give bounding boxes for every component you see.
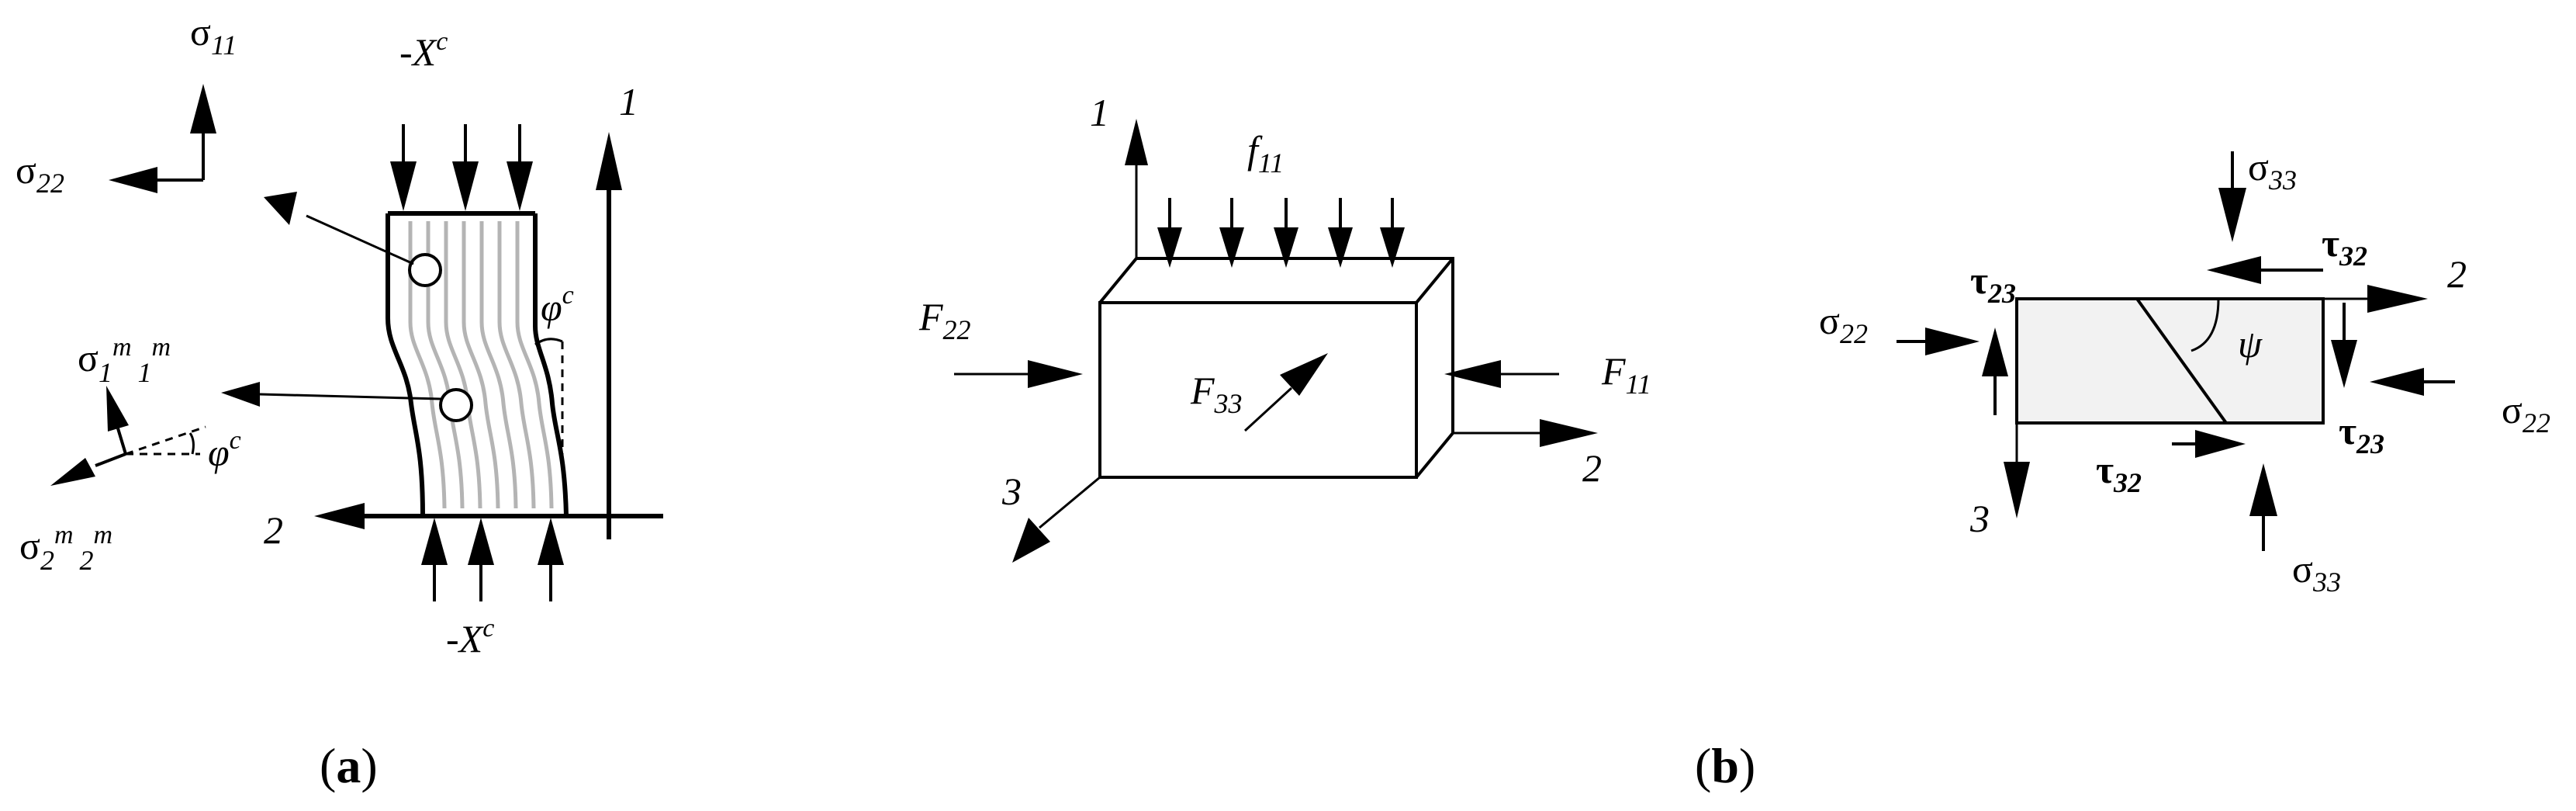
tau23-left-label: τ23 xyxy=(1970,258,2016,309)
sigma-22-label: σ22 xyxy=(16,148,64,199)
tau32-top-label: τ32 xyxy=(2322,221,2367,272)
sigma22-left-label: σ22 xyxy=(1819,299,1868,349)
stress-triad-local xyxy=(50,386,206,486)
bundle-left-edge xyxy=(386,213,425,517)
tau32-top-arrowhead xyxy=(2207,256,2261,284)
axis-2-label-b: 2 xyxy=(1582,446,1602,490)
F33-label: F33 xyxy=(1190,369,1243,419)
axis-2-arrowhead-b xyxy=(1540,419,1598,447)
sigma22-right-label: σ22 xyxy=(2502,388,2550,438)
sigma33-bottom-arrowhead xyxy=(2249,463,2277,516)
element-rect xyxy=(2015,297,2325,425)
F11-label: F11 xyxy=(1601,349,1651,400)
tau23-right-label: τ23 xyxy=(2339,409,2384,459)
load-bottom-label: -Xc xyxy=(446,614,494,660)
F11-arrowhead xyxy=(1444,360,1501,388)
caption-b: (b) xyxy=(1695,738,1755,793)
sigma33-top-label: σ33 xyxy=(2248,145,2297,196)
phi-left-label: φc xyxy=(208,426,241,474)
phi-arc-right xyxy=(534,338,563,346)
phi-arc-left xyxy=(188,432,195,455)
psi-arc xyxy=(2190,298,2220,352)
point-arrow-lower xyxy=(259,393,441,400)
panel-a: -Xc -Xc 1 2 σ11 σ22 σ1m1m σ2m2m φc φc (a… xyxy=(16,10,663,793)
material-point-lower xyxy=(439,388,473,422)
tau23-right-arrowhead xyxy=(2331,340,2357,388)
axis-3-line-b xyxy=(1039,476,1101,529)
bottom-load-arrows xyxy=(421,518,564,601)
tau23-left-arrowhead xyxy=(1982,328,2008,376)
tau32-bottom-arrowhead xyxy=(2195,430,2246,458)
caption-a: (a) xyxy=(320,738,378,793)
axis-3-label-b: 3 xyxy=(1001,470,1022,513)
f11-label: f11 xyxy=(1247,128,1284,178)
top-load-arrows xyxy=(390,124,533,211)
sigma22-right-arrowhead xyxy=(2370,368,2424,396)
axis-3-arrowhead-c xyxy=(2004,462,2030,518)
box-back-edges xyxy=(1098,257,1454,479)
stress-triad-global xyxy=(109,84,216,193)
sigma-m1-label: σ1m1m xyxy=(78,333,171,388)
point-arrowhead-upper xyxy=(264,192,297,225)
sigma33-bottom-label: σ33 xyxy=(2292,547,2341,598)
panel-b: f11 F22 F33 F11 1 2 3 (b) xyxy=(918,91,1755,793)
axis-1-label-b: 1 xyxy=(1090,91,1109,134)
phi-ref-local-inclined xyxy=(125,425,206,456)
load-top-label: -Xc xyxy=(399,27,448,74)
F33-arrow-shaft xyxy=(1243,386,1293,432)
box-top-right-edge xyxy=(1415,257,1454,304)
F22-arrowhead xyxy=(1028,360,1083,388)
psi-label: ψ xyxy=(2238,322,2263,366)
f11-arrows xyxy=(1157,198,1405,268)
sigma22-left-arrowhead xyxy=(1925,328,1980,355)
sigma-m2-label: σ2m2m xyxy=(19,521,112,576)
sigma-11-label: σ11 xyxy=(190,10,237,61)
tau32-bottom-label: τ32 xyxy=(2096,448,2142,498)
axis-3-label-c: 3 xyxy=(1969,497,1990,540)
point-arrowhead-lower xyxy=(221,382,260,407)
F22-label: F22 xyxy=(918,295,971,345)
axis-1-arrowhead xyxy=(596,132,622,190)
axis-2-arrowhead xyxy=(314,503,365,529)
sigma33-top-arrowhead xyxy=(2218,188,2246,242)
phi-right-label: φc xyxy=(541,281,574,329)
axis-2-arrowhead-c xyxy=(2367,285,2428,313)
axis-2-label: 2 xyxy=(264,508,283,552)
axis-2-label-c: 2 xyxy=(2447,252,2467,296)
point-arrow-upper xyxy=(306,214,414,265)
panel-c: σ33 σ33 σ22 σ22 τ32 τ32 τ23 τ23 ψ 2 3 xyxy=(1819,145,2550,598)
material-point-upper xyxy=(408,253,442,287)
kink-plane-line xyxy=(2135,297,2228,425)
axis-3-arrowhead-b xyxy=(1012,518,1050,563)
F33-arrowhead xyxy=(1280,353,1328,396)
axis-1-label: 1 xyxy=(619,80,638,123)
box-front-face xyxy=(1098,301,1418,479)
axis-1-arrowhead-b xyxy=(1125,119,1148,165)
